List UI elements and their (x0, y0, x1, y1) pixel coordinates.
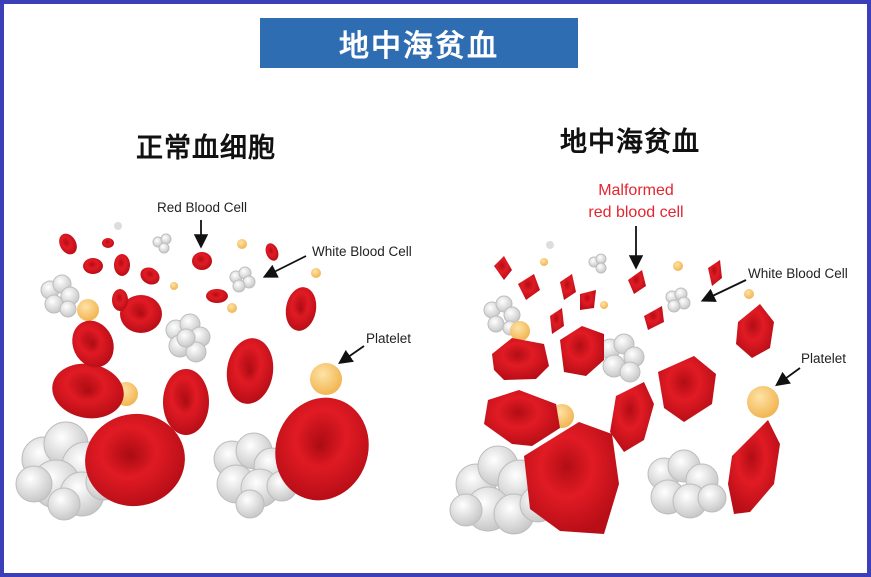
red-blood-cell (120, 295, 162, 333)
white-blood-cell (546, 241, 554, 249)
red-blood-cell (226, 338, 274, 404)
white-blood-cell (647, 449, 727, 519)
arrow-platelet (775, 367, 801, 387)
malformed-red-blood-cell (610, 382, 654, 452)
white-blood-cell (588, 253, 607, 274)
malformed-red-blood-cell (628, 270, 646, 294)
white-blood-cell (114, 222, 122, 230)
title-banner: 地中海贫血 (260, 18, 578, 68)
label-malformed-red-blood-cell: Malformed red blood cell (576, 180, 696, 224)
platelet (170, 282, 178, 290)
red-blood-cell (265, 243, 279, 261)
platelet (77, 299, 99, 321)
white-blood-cell (165, 313, 211, 363)
platelet (310, 363, 342, 395)
malformed-red-blood-cell (518, 274, 540, 300)
platelet (227, 303, 237, 313)
label-red-blood-cell: Red Blood Cell (157, 200, 248, 215)
platelet (747, 386, 779, 418)
white-blood-cell (213, 432, 298, 519)
red-blood-cell (85, 413, 185, 507)
malformed-red-blood-cell (484, 390, 560, 446)
malformed-red-blood-cell (728, 420, 780, 514)
red-blood-cell (112, 289, 128, 311)
label-white-blood-cell-right: White Blood Cell (748, 266, 848, 281)
malformed-red-blood-cell (708, 260, 722, 286)
normal-cells-group (15, 220, 369, 521)
red-blood-cell (163, 369, 209, 435)
platelet (673, 261, 683, 271)
title-text: 地中海贫血 (339, 29, 499, 64)
platelet (510, 321, 530, 341)
red-blood-cell (285, 287, 317, 331)
malformed-red-blood-cell (736, 304, 774, 358)
malformed-red-blood-cell (560, 274, 576, 300)
white-blood-cell (40, 274, 80, 318)
platelet (540, 258, 548, 266)
thalassemia-cells-group (449, 226, 801, 535)
red-blood-cell (83, 258, 103, 274)
malformed-red-blood-cell (524, 422, 619, 534)
red-blood-cell (102, 238, 114, 248)
red-blood-cell (140, 267, 160, 285)
arrow-platelet (338, 345, 365, 365)
malformed-red-blood-cell (492, 338, 549, 380)
malformed-red-blood-cell (494, 256, 512, 280)
malformed-red-blood-cell (580, 290, 596, 310)
white-blood-cell (483, 295, 521, 336)
red-blood-cell (52, 363, 124, 419)
thalassemia-heading: 地中海贫血 (560, 127, 700, 158)
red-blood-cell (114, 254, 130, 276)
white-blood-cell (229, 266, 256, 293)
red-blood-cell (59, 233, 77, 255)
white-blood-cell (599, 333, 645, 383)
red-blood-cell (192, 252, 212, 270)
red-blood-cell (275, 397, 369, 501)
label-malformed-line1: Malformed (598, 182, 674, 199)
malformed-red-blood-cell (658, 356, 716, 422)
platelet (600, 301, 608, 309)
label-platelet-right: Platelet (801, 351, 847, 366)
malformed-red-blood-cell (550, 308, 564, 334)
label-malformed-line2: red blood cell (588, 204, 684, 221)
malformed-red-blood-cell (560, 326, 604, 376)
label-white-blood-cell: White Blood Cell (312, 244, 412, 259)
white-blood-cell (665, 287, 691, 313)
arrow-white-blood-cell (700, 279, 747, 302)
label-platelet: Platelet (366, 331, 412, 346)
arrow-white-blood-cell (262, 255, 307, 278)
red-blood-cell (72, 320, 114, 368)
platelet (744, 289, 754, 299)
white-blood-cell (152, 233, 172, 254)
platelet (237, 239, 247, 249)
platelet (311, 268, 321, 278)
normal-cells-heading: 正常血细胞 (136, 133, 276, 164)
red-blood-cell (206, 289, 228, 303)
malformed-red-blood-cell (644, 306, 664, 330)
cell-illustration (15, 220, 801, 535)
